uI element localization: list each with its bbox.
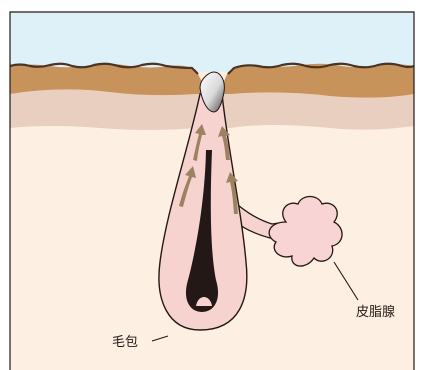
hair-follicle-label: 毛包 [112,335,138,350]
sebaceous-gland-label: 皮脂腺 [356,305,395,320]
air-region [10,12,414,72]
